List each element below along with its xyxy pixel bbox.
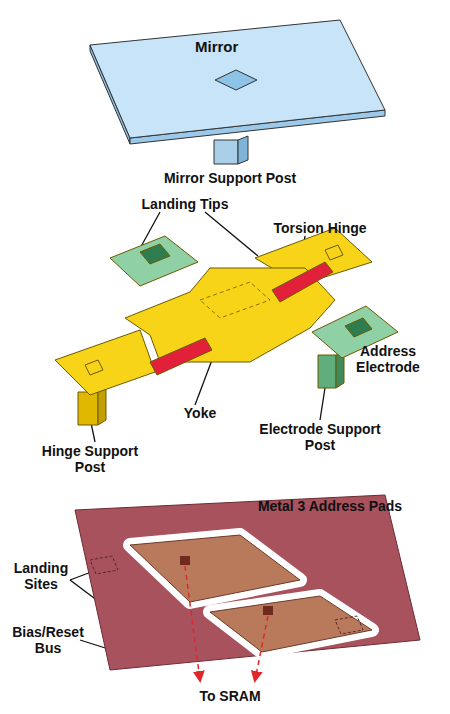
- part-label: Landing Tips: [125, 196, 245, 212]
- part-label: Address Electrode: [338, 343, 438, 375]
- part-label: Electrode Support Post: [255, 421, 385, 453]
- mirror-node: Mirror: [80, 8, 390, 148]
- part-label: To SRAM: [170, 688, 290, 704]
- part-label: Mirror Support Post: [150, 170, 310, 186]
- mirror-plate: [80, 8, 390, 148]
- part-label: Hinge Support Post: [30, 443, 150, 475]
- yoke-layer: [55, 228, 398, 425]
- part-label: Bias/Reset Bus: [8, 624, 88, 656]
- part-label: Yoke: [170, 405, 230, 421]
- part-label: Landing Sites: [8, 560, 74, 592]
- address-layer: [75, 495, 420, 680]
- part-name: Mirror: [195, 38, 238, 55]
- part-label: Metal 3 Address Pads: [230, 498, 430, 514]
- part-label: Torsion Hinge: [255, 220, 385, 236]
- mirror-support-post: [214, 136, 248, 164]
